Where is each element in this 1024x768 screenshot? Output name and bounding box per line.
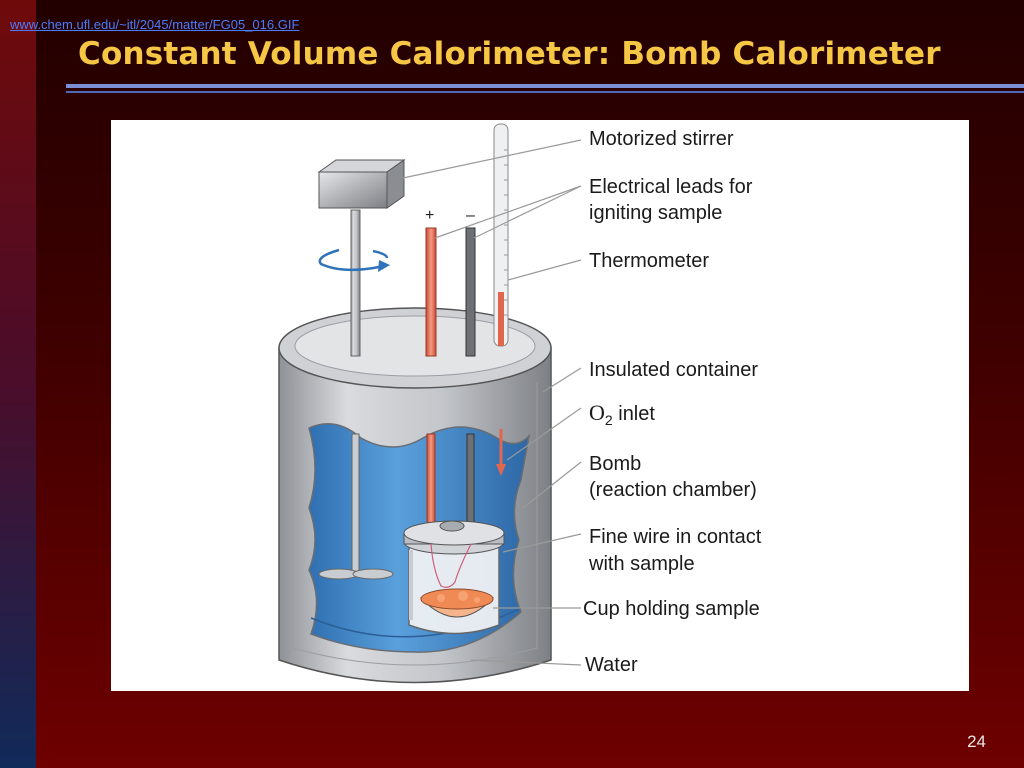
o2-symbol: O xyxy=(589,400,605,425)
stirrer-assembly xyxy=(317,159,406,580)
negative-terminal-label: – xyxy=(466,207,475,224)
o2-inlet-text: inlet xyxy=(612,403,655,425)
bomb-reaction-chamber xyxy=(403,520,505,635)
title-rule-bottom xyxy=(66,91,1024,93)
label-fine-wire-line2: with sample xyxy=(589,553,695,575)
slide-title: Constant Volume Calorimeter: Bomb Calori… xyxy=(78,36,941,72)
page-number: 24 xyxy=(967,732,986,751)
label-electrical-leads-line2: igniting sample xyxy=(589,202,723,224)
source-url-link[interactable]: www.chem.ufl.edu/~itl/2045/matter/FG05_0… xyxy=(10,17,300,32)
electrical-leads: + – xyxy=(425,207,476,537)
label-bomb-line2: (reaction chamber) xyxy=(589,479,757,501)
label-o2-inlet: O2 inlet xyxy=(589,400,655,433)
label-fine-wire-line1: Fine wire in contact xyxy=(589,526,762,548)
thermometer xyxy=(493,123,509,476)
calorimeter-illustration: + – xyxy=(278,123,582,684)
o2-subscript: 2 xyxy=(604,412,613,428)
label-thermometer: Thermometer xyxy=(589,250,710,272)
calorimeter-diagram: + – xyxy=(111,120,969,691)
label-insulated-container: Insulated container xyxy=(589,359,759,381)
label-cup-holding-sample: Cup holding sample xyxy=(583,598,760,620)
callout-leader-lines xyxy=(402,139,582,666)
label-electrical-leads-line1: Electrical leads for xyxy=(589,176,753,198)
side-accent-bar xyxy=(0,0,36,768)
title-rule-top xyxy=(66,84,1024,88)
label-motorized-stirrer: Motorized stirrer xyxy=(589,128,734,150)
label-water: Water xyxy=(585,654,638,676)
positive-terminal-label: + xyxy=(425,207,434,224)
label-bomb-line1: Bomb xyxy=(589,453,642,475)
